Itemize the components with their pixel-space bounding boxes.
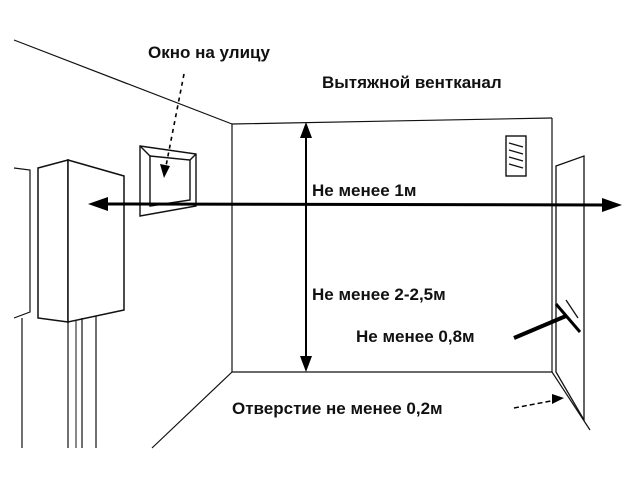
width-label: Не менее 1м [312, 181, 417, 200]
left-edge-panel [13, 167, 31, 448]
height-label: Не менее 2-2,5м [312, 285, 446, 304]
ceiling-back-edge [231, 117, 553, 125]
vent-label: Вытяжной вентканал [322, 73, 502, 92]
floor-left-edge [151, 371, 233, 449]
opening-pointer [513, 394, 564, 409]
width-arrow [88, 197, 622, 212]
opening-label: Отверстие не менее 0,2м [232, 399, 443, 418]
door [555, 155, 585, 423]
vent-grill [505, 135, 527, 177]
door-label: Не менее 0,8м [356, 327, 475, 346]
height-arrow [300, 122, 312, 372]
door-pointer [513, 303, 582, 340]
window [139, 145, 197, 217]
gas-boiler [37, 159, 125, 448]
window-label: Окно на улицу [148, 43, 270, 62]
window-pointer [160, 73, 185, 178]
ceiling-left-edge [13, 39, 233, 125]
room-walls [13, 39, 591, 449]
